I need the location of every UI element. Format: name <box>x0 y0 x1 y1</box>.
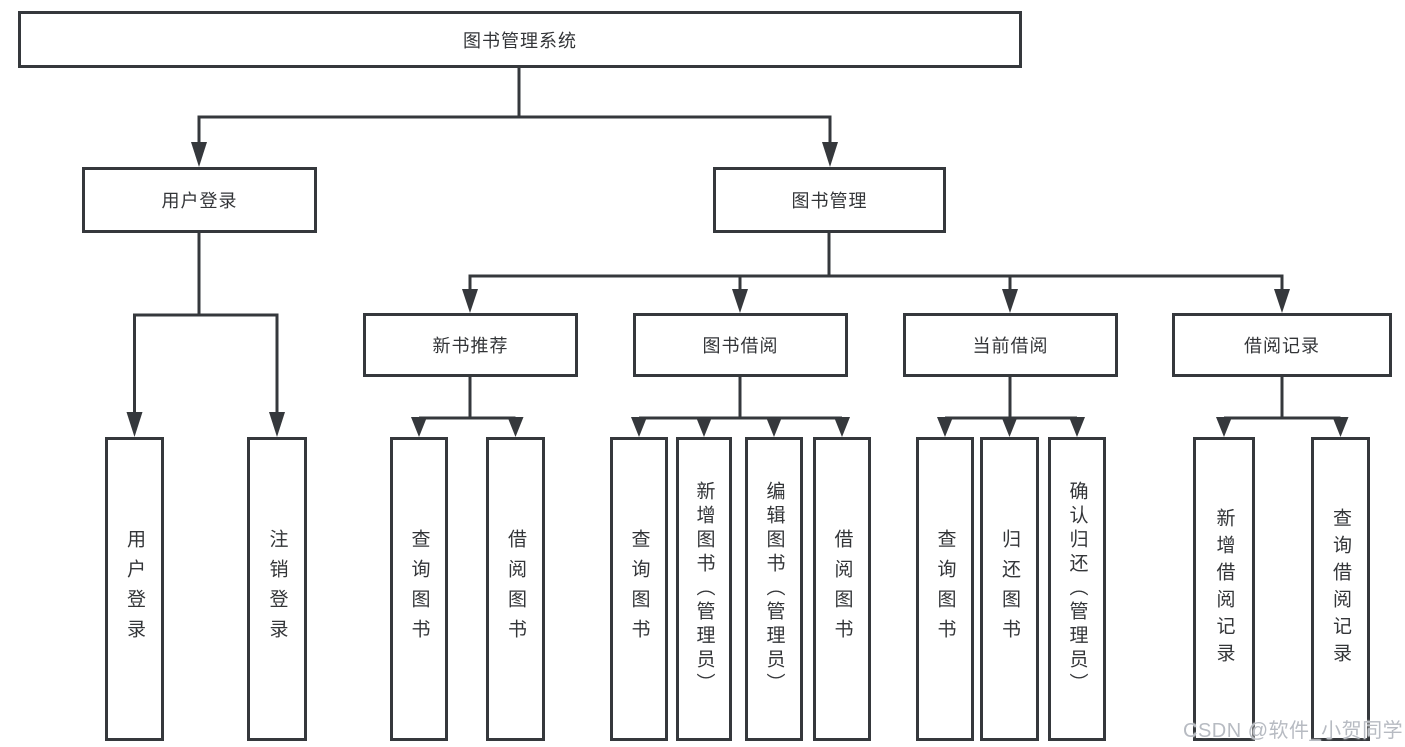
leaf-confirm-return-admin: 确认归还（管理员） <box>1048 437 1106 741</box>
leaf-borrow-book-1-label: 借阅图书 <box>505 529 526 649</box>
connector-level1-rail <box>197 115 832 146</box>
connector-userlogin-rail <box>133 313 279 416</box>
leaf-logout-label: 注销登录 <box>266 529 288 649</box>
node-new-book-recommend: 新书推荐 <box>363 313 578 377</box>
leaf-edit-book-admin: 编辑图书（管理员） <box>745 437 803 741</box>
leaf-add-book-admin: 新增图书（管理员） <box>676 437 732 741</box>
leaf-edit-book-admin-label: 编辑图书（管理员） <box>763 481 785 697</box>
leaf-borrow-book-2: 借阅图书 <box>813 437 871 741</box>
watermark: CSDN @软件_小贺同学 <box>1183 720 1404 742</box>
connector-level2-rail <box>468 274 1284 293</box>
arrow-down-icon <box>1001 417 1018 437</box>
node-current-borrow-label: 当前借阅 <box>972 336 1049 356</box>
leaf-user-login: 用户登录 <box>105 437 164 741</box>
arrow-down-icon <box>834 417 850 437</box>
node-root-label: 图书管理系统 <box>463 30 577 51</box>
arrow-down-icon <box>126 412 143 437</box>
arrow-down-icon <box>766 417 782 437</box>
leaf-logout: 注销登录 <box>247 437 307 741</box>
leaf-borrow-book-2-label: 借阅图书 <box>831 529 853 649</box>
leaf-confirm-return-admin-label: 确认归还（管理员） <box>1066 481 1088 697</box>
arrow-down-icon <box>937 417 953 437</box>
node-book-management: 图书管理 <box>713 167 946 233</box>
node-book-borrow-label: 图书借阅 <box>702 336 779 356</box>
arrow-down-icon <box>507 417 524 437</box>
arrow-down-icon <box>822 142 838 167</box>
leaf-add-book-admin-label: 新增图书（管理员） <box>693 481 715 697</box>
leaf-borrow-book-1: 借阅图书 <box>486 437 545 741</box>
leaf-query-borrow-record-label: 查询借阅记录 <box>1330 508 1351 670</box>
leaf-add-borrow-record-label: 新增借阅记录 <box>1213 508 1235 670</box>
leaf-return-book: 归还图书 <box>980 437 1039 741</box>
node-user-login: 用户登录 <box>82 167 317 233</box>
arrow-down-icon <box>1274 289 1290 313</box>
arrow-down-icon <box>1069 417 1085 437</box>
node-current-borrow: 当前借阅 <box>903 313 1118 377</box>
arrow-down-icon <box>269 412 285 437</box>
node-user-login-label: 用户登录 <box>161 191 238 211</box>
arrow-down-icon <box>191 142 207 167</box>
arrow-down-icon <box>1002 289 1018 313</box>
leaf-return-book-label: 归还图书 <box>999 529 1020 649</box>
node-book-borrow: 图书借阅 <box>633 313 848 377</box>
arrow-down-icon <box>1332 417 1349 437</box>
leaf-query-book-2: 查询图书 <box>610 437 668 741</box>
node-root: 图书管理系统 <box>18 11 1022 68</box>
leaf-add-borrow-record: 新增借阅记录 <box>1193 437 1255 741</box>
node-borrow-records-label: 借阅记录 <box>1244 336 1320 356</box>
arrow-down-icon <box>411 417 427 437</box>
leaf-query-book-3: 查询图书 <box>916 437 974 741</box>
node-book-management-label: 图书管理 <box>791 191 868 211</box>
leaf-query-book-1-label: 查询图书 <box>408 529 430 649</box>
leaf-query-borrow-record: 查询借阅记录 <box>1311 437 1370 741</box>
leaf-query-book-3-label: 查询图书 <box>934 529 956 649</box>
leaf-user-login-label: 用户登录 <box>124 529 145 649</box>
arrow-down-icon <box>1216 417 1232 437</box>
arrow-down-icon <box>631 417 647 437</box>
arrow-down-icon <box>462 289 478 313</box>
leaf-query-book-1: 查询图书 <box>390 437 448 741</box>
arrow-down-icon <box>732 289 748 313</box>
node-borrow-records: 借阅记录 <box>1172 313 1392 377</box>
node-new-book-recommend-label: 新书推荐 <box>432 336 509 356</box>
leaf-query-book-2-label: 查询图书 <box>628 529 650 649</box>
arrow-down-icon <box>696 417 712 437</box>
